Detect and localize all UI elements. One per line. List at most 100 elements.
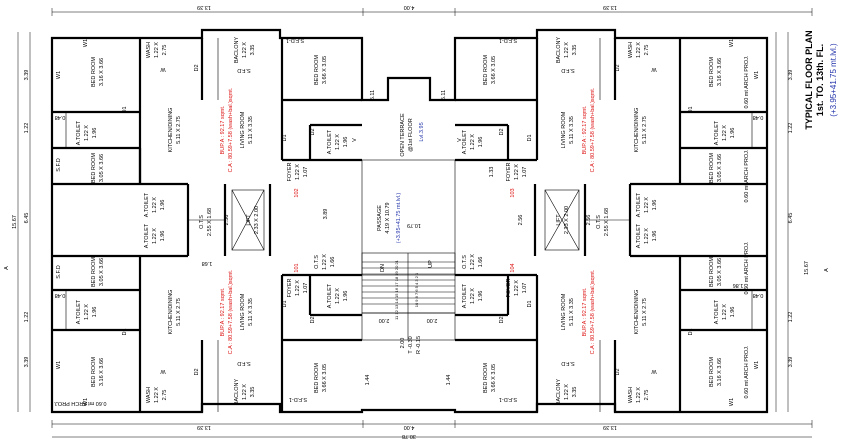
plan-label-dims-otb-166: 1.66	[478, 257, 484, 268]
passage-dim: 4.19 X 10.79	[385, 202, 391, 233]
plan-label-rooms-bed-3: BED ROOM	[483, 55, 489, 85]
plan-label-rooms-foyer-dim1: 1.22 X	[514, 280, 520, 296]
plan-label-rooms-foyer: FOYER	[506, 279, 512, 298]
plan-label-rooms-bed-2: BED ROOM	[91, 153, 97, 183]
plan-label-rooms-toilet-dim2: 1.96	[160, 231, 166, 242]
plan-label-rooms-unit104: 104	[510, 263, 516, 272]
plan-label-rooms-sfd1: S.F.D-1	[289, 396, 307, 402]
plan-label-rooms-toilet-dim1: 1.22 X	[470, 254, 476, 270]
plan-label-rooms-sfd: S.F.D	[237, 67, 250, 73]
plan-label-rooms-toilet: A.TOILET	[714, 299, 720, 324]
plan-label-rooms-kitchen: KITCHEN/DINING	[634, 290, 640, 335]
plan-label-rooms-w1: W1	[56, 361, 62, 369]
stair-dn: DN	[380, 264, 386, 272]
dim-bot-mid: 4.00	[404, 424, 415, 430]
plan-label-dims-lift-256-l: 2.56	[224, 215, 230, 226]
plan-label-label: A	[4, 266, 10, 270]
plan-label-rooms-balcony-dim2: 3.35	[572, 45, 578, 56]
stair-up: UP	[428, 260, 434, 268]
plan-label-rooms-v: V	[457, 138, 463, 142]
plan-label-rooms-bup: BUP.A : 92.17 sqmt.	[582, 105, 588, 154]
plan-label-rooms-ca: C.A : 80.59+7.58 (wash+bal.)sqmt.	[228, 269, 234, 354]
dim-right-645: 6.45	[788, 213, 794, 224]
passage-level: (+3.95+41.75 mt.lvl.)	[396, 193, 402, 244]
plan-label-rooms-sfd1: S.F.D-1	[499, 37, 517, 43]
plan-label-dims-otb-168: 1.68	[202, 260, 213, 266]
plan-label-rooms-toilet-dim2: 1.96	[478, 291, 484, 302]
plan-label-rooms-toilet-dim1: 1.22 X	[722, 125, 728, 141]
plan-label-rooms-foyer: FOYER	[287, 279, 293, 298]
plan-label-dims-lift-256-r: 2.56	[586, 215, 592, 226]
plan-label-rooms-toilet-186: 1.86	[733, 282, 744, 288]
plan-label-rooms-wash-dim2: 2.75	[162, 390, 168, 401]
plan-label-rooms-bed-3-dim: 3.66 X 3.05	[491, 364, 497, 392]
plan-label-rooms-bed-2-dim: 3.05 X 3.66	[717, 258, 723, 286]
dim-mid-511-l: 5.11	[370, 90, 376, 100]
plan-label-rooms-sfd1: S.F.D-1	[286, 37, 304, 43]
dim-left-122-bot: 1.22	[24, 312, 30, 323]
plan-label-rooms-living: LIVING ROOM	[561, 293, 567, 330]
plan-label-rooms-toilet: A.TOILET	[462, 283, 468, 308]
plan-label-rooms-kitchen: KITCHEN/DINING	[634, 108, 640, 153]
plan-label-rooms-wash-dim1: 1.22 X	[636, 42, 642, 58]
left-core: A.TOILET 1.22 X 1.96 A.TOILET 1.22 X 1.9…	[144, 192, 260, 266]
plan-label-rooms-kitchen-dim: 5.11 X 2.75	[642, 116, 648, 144]
plan-label-rooms-w: W	[651, 368, 657, 374]
dim-right-122-top: 1.22	[788, 123, 794, 134]
plan-label-rooms-w1: W1	[754, 361, 760, 369]
stair-tread: T -0.30	[408, 336, 414, 353]
stair-numbers-bottom: 10 9 8 7 6 5 4 3 2 1	[414, 272, 419, 307]
plan-label-label: A	[824, 268, 830, 272]
plan-label-rooms-d1: D1	[527, 134, 533, 141]
dim-top-left: 13.39	[197, 4, 211, 10]
plan-label-rooms-toilet-dim1: 1.22 X	[335, 134, 341, 150]
plan-label-rooms-bed-2: BED ROOM	[709, 153, 715, 183]
plan-label-rooms-d2: D2	[499, 128, 505, 135]
plan-label-rooms-toilet: A.TOILET	[462, 129, 468, 154]
plan-label-rooms-d1: D1	[527, 300, 533, 307]
plan-label-rooms-wash-dim2: 2.75	[644, 45, 650, 56]
plan-label-rooms-ots: O.T.S	[462, 255, 468, 269]
plan-label-rooms-living-dim: 5.11 X 3.35	[569, 298, 575, 326]
plan-label-rooms-toilet-dim2: 1.96	[92, 128, 98, 139]
plan-label-rooms-ots: O.T.S	[314, 255, 320, 269]
plan-label-rooms-lift-dim: 2.33 X 2.00	[254, 206, 260, 234]
plan-label-rooms-bed-master: BED ROOM	[709, 57, 715, 87]
plan-label-rooms-lift: LIFT	[556, 214, 562, 226]
plan-label-rooms-bup: BUP.A : 92.17 sqmt.	[220, 287, 226, 336]
plan-label-rooms-bed-3: BED ROOM	[314, 55, 320, 85]
plan-label-rooms-toilet-dim1: 1.22 X	[644, 197, 650, 213]
plan-label-rooms-kitchen: KITCHEN/DINING	[168, 290, 174, 335]
plan-label-rooms-foyer-dim1: 1.22 X	[295, 280, 301, 296]
plan-label-rooms-living: LIVING ROOM	[561, 111, 567, 148]
dim-bot-right: 13.39	[603, 424, 617, 430]
plan-label-rooms-wash-dim1: 1.22 X	[154, 42, 160, 58]
dim-mid-200-r: 2.00	[427, 317, 438, 323]
dim-left-122-top: 1.22	[24, 123, 30, 134]
plan-label-rooms-foyer-dim2: 1.07	[522, 283, 528, 294]
plan-label-rooms-bed-3-dim: 3.66 X 3.05	[491, 56, 497, 84]
plan-label-rooms-toilet-dim1: 1.22 X	[152, 197, 158, 213]
dim-right-total: 15.67	[804, 261, 810, 275]
plan-label-rooms-living-dim: 5.11 X 3.35	[248, 116, 254, 144]
plan-label-dims-otb-166: 1.66	[330, 257, 336, 268]
plan-label-rooms-toilet-048: 0.48	[55, 114, 66, 120]
plan-label-rooms-ca: C.A : 80.59+7.58 (wash+bal.)sqmt.	[228, 87, 234, 172]
plan-label-rooms-w1: W1	[754, 71, 760, 79]
plan-label-rooms-sfd: S.F.D	[561, 67, 574, 73]
plan-label-rooms-toilet-dim2: 1.96	[730, 128, 736, 139]
plan-label-rooms-wash-dim1: 1.22 X	[154, 387, 160, 403]
dim-bottom-total: 30.78	[402, 433, 416, 439]
plan-label-rooms-foyer-dim1: 1.22 X	[514, 164, 520, 180]
plan-label-rooms-w: W	[160, 66, 166, 72]
plan-label-rooms-lift-dim: 2.33 X 2.00	[564, 206, 570, 234]
dim-mid-144-r: 1.44	[446, 375, 452, 386]
plan-label-rooms-w: W	[651, 66, 657, 72]
dim-left-339-bot: 3.39	[24, 357, 30, 368]
terrace-level: Lvl.3.95	[419, 122, 425, 141]
plan-label-rooms-foyer: FOYER	[506, 163, 512, 182]
plan-label-rooms-toilet-dim2: 1.96	[652, 231, 658, 242]
plan-label-rooms-bed-2: BED ROOM	[91, 257, 97, 287]
plan-label-rooms-toilet-dim1: 1.22 X	[152, 228, 158, 244]
plan-label-rooms-unit102: 102	[294, 188, 300, 197]
